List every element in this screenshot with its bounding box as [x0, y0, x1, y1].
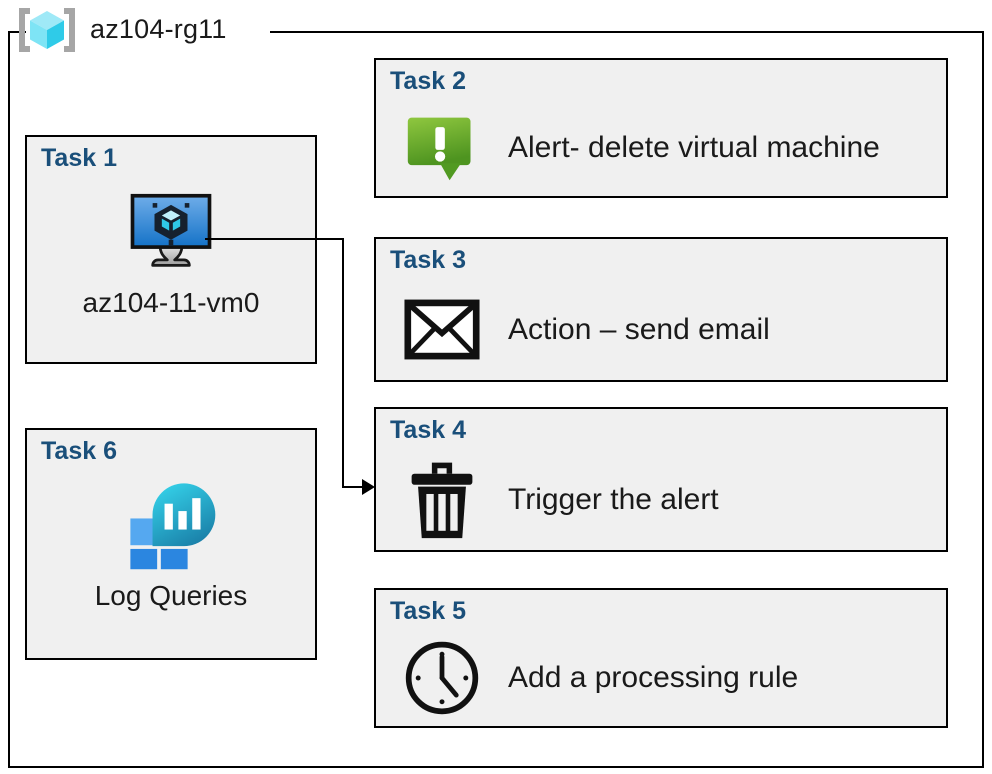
task-5-title: Task 5 — [390, 597, 466, 625]
azure-virtual-machine-icon — [127, 185, 215, 277]
arrowhead-right-icon — [362, 479, 375, 495]
task-2-title: Task 2 — [390, 67, 466, 95]
task-6-label: Log Queries — [94, 580, 248, 611]
task-5-label: Add a processing rule — [508, 661, 799, 694]
task-1-card[interactable]: Task 1 — [25, 135, 317, 364]
task-3-card[interactable]: Task 3 Action – send email — [374, 237, 948, 382]
task-4-content: Trigger the alert — [402, 453, 936, 546]
task-6-content: Log Queries — [27, 478, 315, 652]
task-4-title: Task 4 — [390, 416, 466, 444]
vm-to-task4-connector-segment-vertical — [342, 238, 344, 487]
task-2-card[interactable]: Task 2 Alert- delete virtual machin — [374, 58, 948, 198]
task-3-content: Action – send email — [402, 283, 936, 376]
vm-to-task4-connector-segment-horizontal-top — [205, 238, 344, 240]
resource-group-border-right — [982, 31, 984, 768]
resource-group-border-top — [270, 31, 984, 33]
resource-group-border-bottom — [8, 766, 984, 768]
task-4-label: Trigger the alert — [508, 482, 719, 516]
task-1-content: az104-11-vm0 — [27, 185, 315, 356]
alert-exclamation-bubble-icon — [402, 108, 482, 188]
task-6-card[interactable]: Task 6 — [25, 428, 317, 660]
resource-group-name: az104-rg11 — [90, 13, 227, 44]
task-4-card[interactable]: Task 4 Trigger the alert — [374, 407, 948, 552]
vm-to-task4-connector-segment-horizontal-bottom — [342, 486, 364, 488]
resource-group-cube-icon — [14, 5, 80, 55]
resource-group-header: az104-rg11 — [14, 4, 227, 56]
log-analytics-queries-icon — [123, 478, 219, 570]
task-2-label: Alert- delete virtual machine — [508, 131, 880, 164]
clock-icon — [402, 638, 482, 718]
task-6-title: Task 6 — [41, 437, 117, 465]
task-2-content: Alert- delete virtual machine — [402, 104, 936, 192]
resource-group-border-left — [8, 31, 10, 768]
task-1-title: Task 1 — [41, 144, 117, 172]
resource-group-border-top-stub — [8, 31, 26, 33]
envelope-icon — [402, 290, 482, 370]
task-3-label: Action – send email — [508, 312, 770, 346]
trash-can-icon — [402, 460, 482, 540]
task-5-content: Add a processing rule — [402, 634, 936, 722]
task-1-label: az104-11-vm0 — [82, 287, 260, 318]
task-5-card[interactable]: Task 5 Add a processing rule — [374, 588, 948, 728]
task-3-title: Task 3 — [390, 246, 466, 274]
